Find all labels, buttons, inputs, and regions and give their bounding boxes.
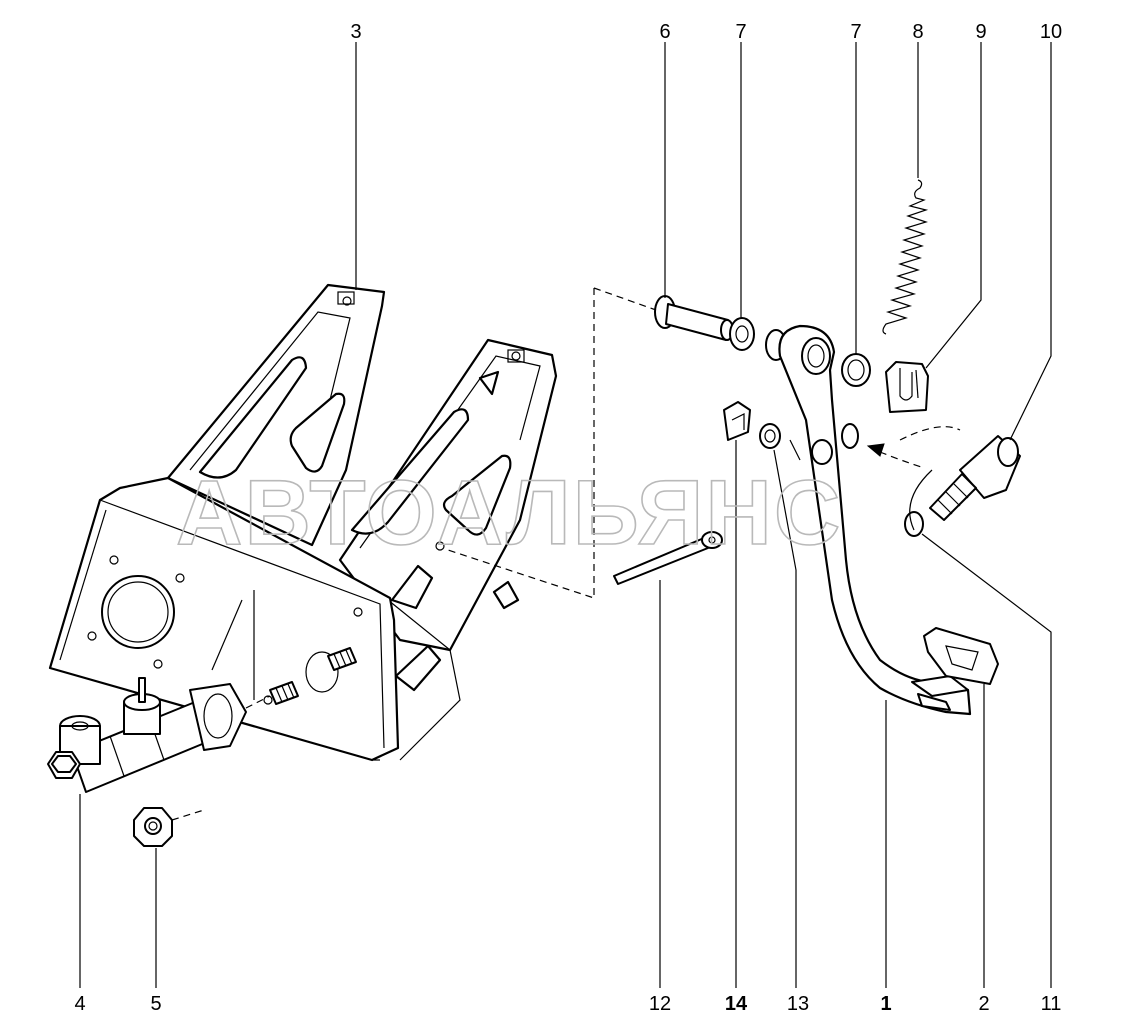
- switch-arrow-head: [866, 443, 885, 457]
- label-7-left: 7: [735, 21, 746, 43]
- label-6: 6: [659, 21, 670, 43]
- spring-clip: [885, 361, 929, 413]
- pedal-bracket: [48, 283, 558, 762]
- return-spring: [882, 179, 929, 335]
- label-5: 5: [150, 993, 161, 1015]
- leader-lines: [79, 42, 1052, 988]
- bushing-right: [841, 353, 871, 387]
- label-13: 13: [787, 993, 809, 1015]
- label-9: 9: [975, 21, 986, 43]
- label-10: 10: [1040, 21, 1062, 43]
- label-3: 3: [350, 21, 361, 43]
- label-11: 11: [1041, 993, 1062, 1015]
- pin-retainer: [723, 401, 751, 441]
- switch-buffer: [904, 511, 924, 537]
- pedal-pin: [613, 531, 723, 585]
- label-1: 1: [880, 993, 891, 1015]
- axle-leader: [593, 287, 657, 311]
- clutch-pedal: [778, 324, 972, 716]
- watermark-text: АВТОАЛЬЯНС: [176, 462, 842, 564]
- label-8: 8: [912, 21, 923, 43]
- label-7-right: 7: [850, 21, 861, 43]
- flange-nut: [133, 807, 205, 847]
- bushing-right-inner: [847, 359, 865, 381]
- switch-arrow-line: [899, 426, 961, 441]
- pedal-pad: [923, 627, 999, 685]
- callout-labels: 3 6 7 7 8 9 10 4 5 12 14 13 1 2 11: [74, 21, 1062, 1015]
- pedal-axle: [654, 295, 787, 361]
- axle-return-leader: [447, 288, 595, 599]
- pin-washer: [759, 423, 781, 449]
- master-cylinder: [47, 677, 247, 793]
- label-12: 12: [649, 993, 671, 1015]
- pedal-switch: [929, 435, 1021, 521]
- label-14: 14: [725, 993, 748, 1015]
- label-2: 2: [978, 993, 989, 1015]
- label-4: 4: [74, 993, 85, 1015]
- mounting-studs: [245, 647, 357, 709]
